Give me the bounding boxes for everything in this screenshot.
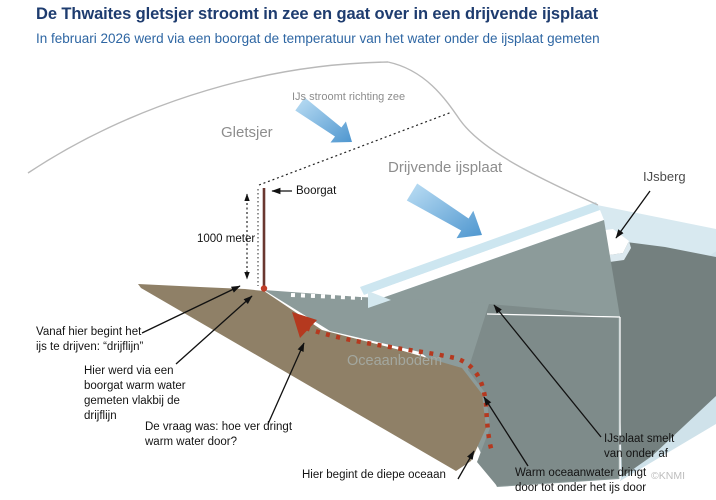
annotation-question: De vraag was: hoe ver dringt warm water …	[145, 421, 293, 448]
glacier-surface-left-arc	[27, 61, 389, 174]
depth-measure	[244, 189, 259, 286]
arrow-iceberg	[615, 190, 651, 239]
annotation-grounding-line: Vanaf hier begint het ijs te drijven: “d…	[36, 326, 144, 353]
shelf-edge-cliff	[364, 210, 604, 303]
glacier-surface-right-arc	[387, 61, 599, 206]
label-floating-shelf: Drijvende ijsplaat	[388, 159, 503, 176]
label-ice-flow-direction: IJs stroomt richting zee	[292, 91, 406, 103]
arrow-borehole-measure	[175, 295, 253, 365]
page-title: De Thwaites gletsjer stroomt in zee en g…	[36, 5, 599, 23]
credit-knmi: ©KNMI	[651, 470, 685, 482]
arrow-warm-water	[483, 396, 529, 467]
annotation-borehole-measure: Hier werd via een boorgat warm water gem…	[84, 365, 186, 422]
arrow-deep-ocean	[457, 450, 475, 480]
borehole-line	[260, 188, 268, 292]
grounding-line-dotted	[258, 111, 453, 186]
deep-trench-water	[468, 304, 618, 486]
label-glacier: Gletsjer	[221, 124, 273, 141]
label-ocean-floor: Oceaanbodem	[347, 353, 443, 369]
melt-water-flow-arrow	[290, 291, 391, 308]
annotation-shelf-melt: IJsplaat smelt van onder af	[604, 433, 675, 460]
under-shelf-water	[368, 220, 620, 317]
arrow-grounding-line	[141, 285, 241, 334]
arrow-melt	[493, 304, 602, 438]
label-iceberg: IJsberg	[643, 169, 686, 184]
annotation-deep-ocean: Hier begint de diepe oceaan	[302, 469, 446, 481]
warm-water-flow-arrow	[292, 312, 495, 453]
ice-flow-arrow-shelf-icon	[406, 183, 482, 239]
ice-flow-arrow-glacier-icon	[295, 97, 352, 143]
label-borehole: Boorgat	[296, 185, 337, 197]
annotation-warm-water: Warm oceaanwater dringt door tot onder h…	[515, 467, 647, 494]
seabed	[138, 284, 486, 471]
label-depth-1000m: 1000 meter	[197, 233, 256, 245]
shelf-edge-band	[360, 202, 600, 295]
arrow-question	[267, 342, 305, 425]
annotation-arrows	[141, 187, 651, 480]
waterline-edge	[486, 313, 621, 318]
page-subtitle: In februari 2026 werd via een boorgat de…	[36, 31, 600, 46]
